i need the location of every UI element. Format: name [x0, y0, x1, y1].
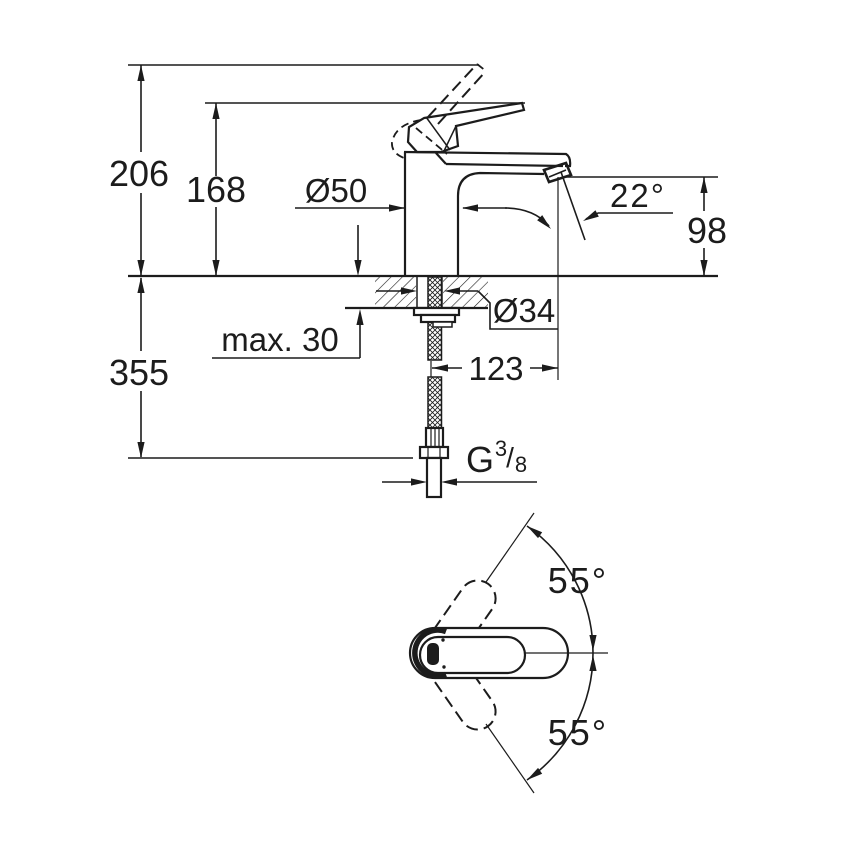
hose-thread-tube: [425, 456, 443, 499]
thread-g: G: [466, 439, 494, 480]
dimension-mounting-thickness: max. 30: [212, 225, 364, 359]
dimension-thread: G 3 / 8: [382, 436, 537, 486]
handle-plan-lever-top: [418, 635, 527, 675]
faucet-side-view: [391, 63, 586, 380]
dim-98: 98: [687, 210, 727, 251]
hose-hex-nut: [418, 445, 450, 460]
water-stream-lines: [504, 171, 586, 380]
dim-swivel-upper: 55°: [548, 560, 608, 601]
handle-lever: [406, 101, 526, 154]
dim-hole-diameter: Ø34: [493, 292, 555, 329]
dim-206: 206: [109, 153, 169, 194]
dim-stream-angle: 22°: [610, 177, 666, 214]
dimension-outlet-projection: 123: [432, 350, 558, 387]
dimensions-side-view: 206 168 Ø50 22°: [109, 64, 727, 486]
dimension-handle-height: 168: [186, 102, 525, 276]
handle-dot-bottom: [442, 665, 446, 669]
swivel-limit-line-lower: [485, 723, 535, 794]
dim-body-diameter: Ø50: [305, 172, 367, 209]
dim-168: 168: [186, 169, 246, 210]
swivel-limit-line-upper: [485, 512, 535, 583]
dim-swivel-lower: 55°: [548, 712, 608, 753]
hose-braided-lower: [427, 376, 443, 429]
handle-knuckle-thick-arc: [412, 627, 447, 679]
faucet-body: [403, 150, 572, 276]
thread-sub: 8: [515, 452, 527, 477]
thread-slash: /: [506, 442, 514, 473]
dim-123: 123: [468, 350, 523, 387]
handle-dot-top: [441, 638, 445, 642]
swivel-arc-upper: [524, 523, 597, 654]
spout-aerator: [542, 161, 573, 184]
dim-355: 355: [109, 352, 169, 393]
dimension-stream-angle: 22°: [581, 177, 673, 225]
supply-hose: [412, 276, 461, 499]
mounting-nut: [419, 313, 457, 324]
swivel-arc-lower: [524, 652, 597, 783]
dimension-total-height: 206: [109, 64, 479, 276]
dimension-hole-diameter: Ø34: [376, 287, 558, 330]
dimension-outlet-height: 98: [566, 176, 727, 276]
mounting-counter: [128, 274, 718, 310]
handle-indicator-marker: [427, 643, 439, 665]
hose-ferrule: [424, 426, 445, 449]
dimension-body-diameter: Ø50: [295, 172, 507, 212]
thread-sup: 3: [495, 436, 507, 461]
dimension-below-counter: 355: [109, 277, 413, 459]
dim-mounting-thickness: max. 30: [221, 321, 338, 358]
mounting-step: [432, 321, 453, 328]
faucet-plan-view: 55° 55°: [408, 512, 608, 794]
